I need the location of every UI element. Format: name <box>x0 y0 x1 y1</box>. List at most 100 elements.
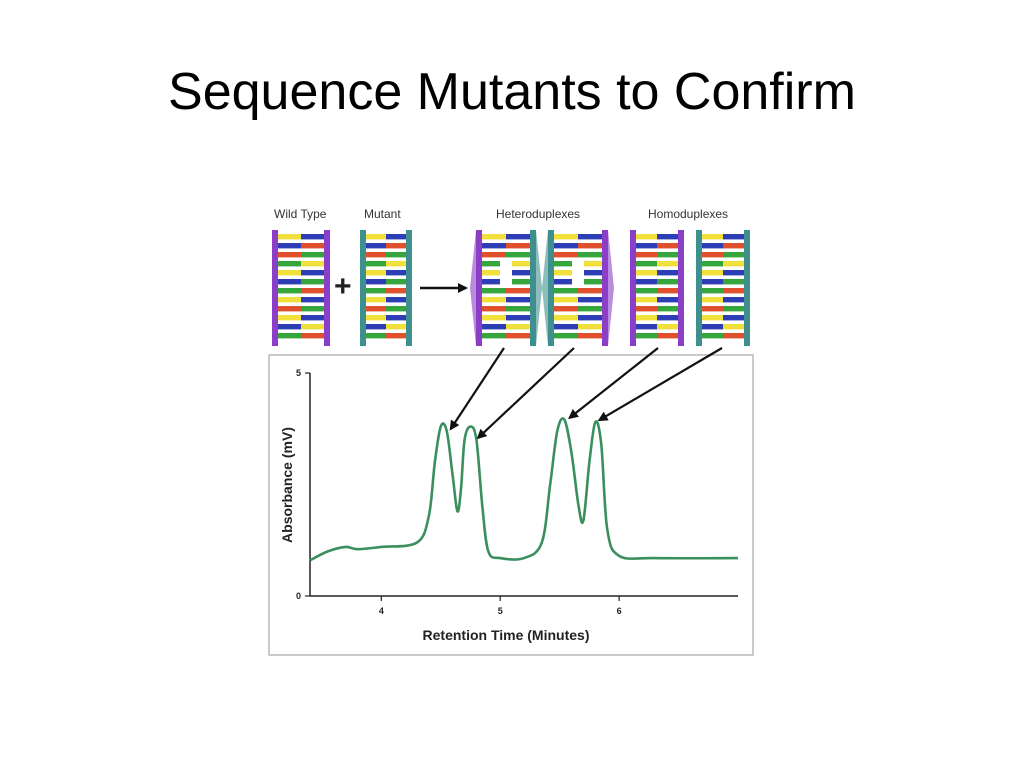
base-left <box>366 270 386 276</box>
base-right <box>386 279 406 285</box>
x-tick-label: 6 <box>617 606 622 616</box>
base-left <box>554 279 572 285</box>
base-left <box>482 333 506 339</box>
base-left <box>702 315 723 321</box>
base-right <box>578 243 602 249</box>
base-left <box>636 288 657 294</box>
base-right <box>301 252 324 258</box>
base-left <box>702 297 723 303</box>
strand-right <box>744 230 750 346</box>
base-right <box>723 306 744 312</box>
base-left <box>554 297 578 303</box>
base-right <box>512 279 530 285</box>
base-right <box>723 288 744 294</box>
base-left <box>366 306 386 312</box>
base-right <box>386 261 406 267</box>
base-right <box>657 324 678 330</box>
base-right <box>584 261 602 267</box>
base-right <box>657 243 678 249</box>
base-left <box>482 315 506 321</box>
base-right <box>301 315 324 321</box>
base-right <box>301 261 324 267</box>
base-left <box>278 333 301 339</box>
base-right <box>386 288 406 294</box>
base-right <box>301 333 324 339</box>
label-homoduplexes: Homoduplexes <box>648 207 728 221</box>
base-left <box>554 270 572 276</box>
base-left <box>554 324 578 330</box>
base-left <box>702 261 723 267</box>
x-tick-label: 4 <box>379 606 384 616</box>
base-right <box>723 333 744 339</box>
base-left <box>482 279 500 285</box>
y-tick-label: 5 <box>296 368 301 378</box>
base-right <box>578 297 602 303</box>
base-left <box>702 288 723 294</box>
base-right <box>657 279 678 285</box>
strand-bulge-right <box>608 230 614 346</box>
strand-right <box>602 230 608 346</box>
base-right <box>657 234 678 240</box>
base-left <box>366 234 386 240</box>
base-left <box>636 270 657 276</box>
base-right <box>512 270 530 276</box>
base-left <box>636 234 657 240</box>
base-right <box>723 243 744 249</box>
base-left <box>366 243 386 249</box>
base-left <box>482 324 506 330</box>
base-right <box>657 288 678 294</box>
base-right <box>386 315 406 321</box>
y-axis-label: Absorbance (mV) <box>279 427 295 543</box>
base-right <box>512 261 530 267</box>
base-right <box>578 306 602 312</box>
base-right <box>723 315 744 321</box>
pointer-arrow <box>476 347 575 440</box>
base-left <box>636 333 657 339</box>
x-tick-label: 5 <box>498 606 503 616</box>
base-right <box>657 306 678 312</box>
base-left <box>366 252 386 258</box>
base-left <box>636 297 657 303</box>
base-right <box>657 297 678 303</box>
base-left <box>636 252 657 258</box>
chart-frame <box>268 354 754 656</box>
strand-right <box>678 230 684 346</box>
base-right <box>723 324 744 330</box>
base-right <box>506 333 530 339</box>
base-right <box>386 297 406 303</box>
base-right <box>506 252 530 258</box>
base-left <box>366 297 386 303</box>
strand-left <box>476 230 482 346</box>
base-right <box>584 279 602 285</box>
base-right <box>657 315 678 321</box>
duplex-wild-type <box>272 230 330 346</box>
base-right <box>386 270 406 276</box>
base-right <box>301 306 324 312</box>
absorbance-trace <box>309 417 739 562</box>
base-left <box>702 234 723 240</box>
base-left <box>366 288 386 294</box>
base-left <box>702 252 723 258</box>
duplex-homoduplex-1 <box>630 230 684 346</box>
pointer-arrow <box>597 347 723 422</box>
base-right <box>723 234 744 240</box>
base-left <box>702 306 723 312</box>
base-left <box>278 234 301 240</box>
base-left <box>366 324 386 330</box>
base-left <box>554 315 578 321</box>
base-right <box>584 270 602 276</box>
figure-svg: Wild Type Mutant Heteroduplexes Homodupl… <box>268 207 754 656</box>
y-tick-label: 0 <box>296 591 301 601</box>
base-right <box>301 288 324 294</box>
base-left <box>636 243 657 249</box>
base-right <box>578 252 602 258</box>
strand-left <box>272 230 278 346</box>
pointer-arrow <box>568 347 659 420</box>
label-wild-type: Wild Type <box>274 207 327 221</box>
base-right <box>657 261 678 267</box>
base-right <box>723 270 744 276</box>
base-right <box>301 234 324 240</box>
base-left <box>278 297 301 303</box>
base-left <box>554 252 578 258</box>
base-left <box>482 270 500 276</box>
